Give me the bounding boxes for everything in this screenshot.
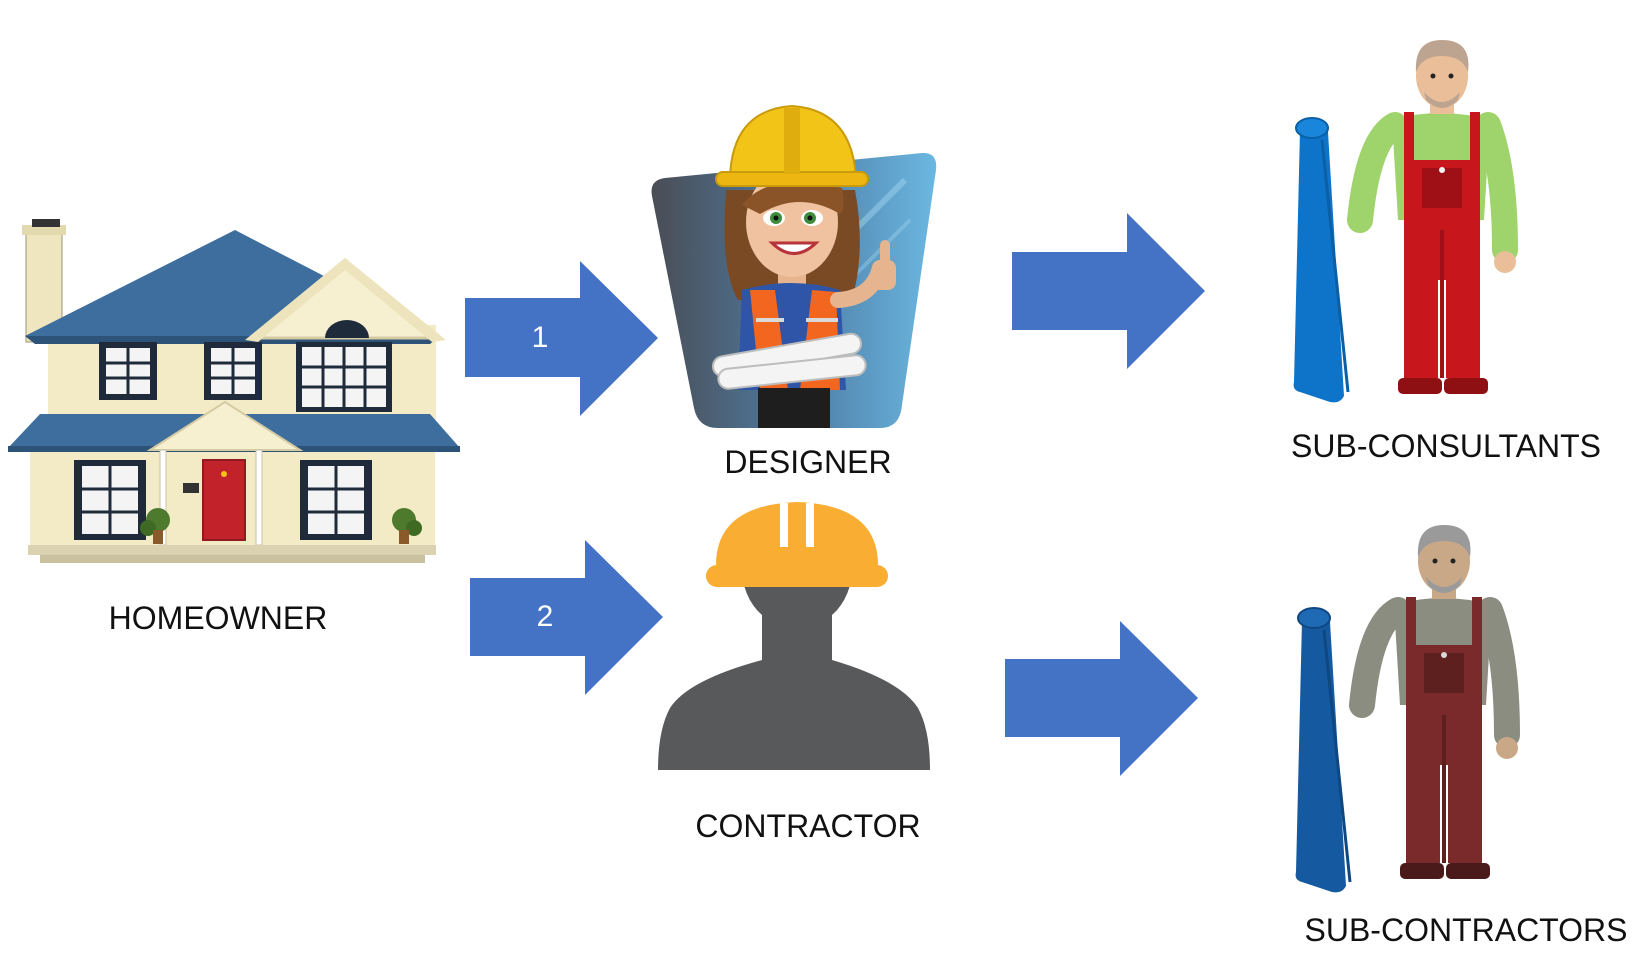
arrow-homeowner-to-contractor [470,540,663,695]
house-icon [8,219,460,563]
arrow-homeowner-to-designer [465,261,658,416]
sub-contractors-label: SUB-CONTRACTORS [1304,912,1628,948]
designer-woman-icon [651,104,937,428]
worker-with-blueprint-icon [1295,525,1520,893]
designer-label: DESIGNER [724,444,892,480]
homeowner-label: HOMEOWNER [108,600,328,636]
arrow-designer-to-sub-consultants [1012,213,1205,369]
arrow-label-1: 1 [531,321,549,354]
sub-consultants-label: SUB-CONSULTANTS [1291,428,1601,464]
contractor-silhouette-icon [658,502,930,770]
arrow-contractor-to-sub-contractors [1005,621,1198,776]
contractor-label: CONTRACTOR [695,808,921,844]
worker-with-blueprint-icon [1293,40,1518,403]
arrow-label-2: 2 [536,600,554,633]
